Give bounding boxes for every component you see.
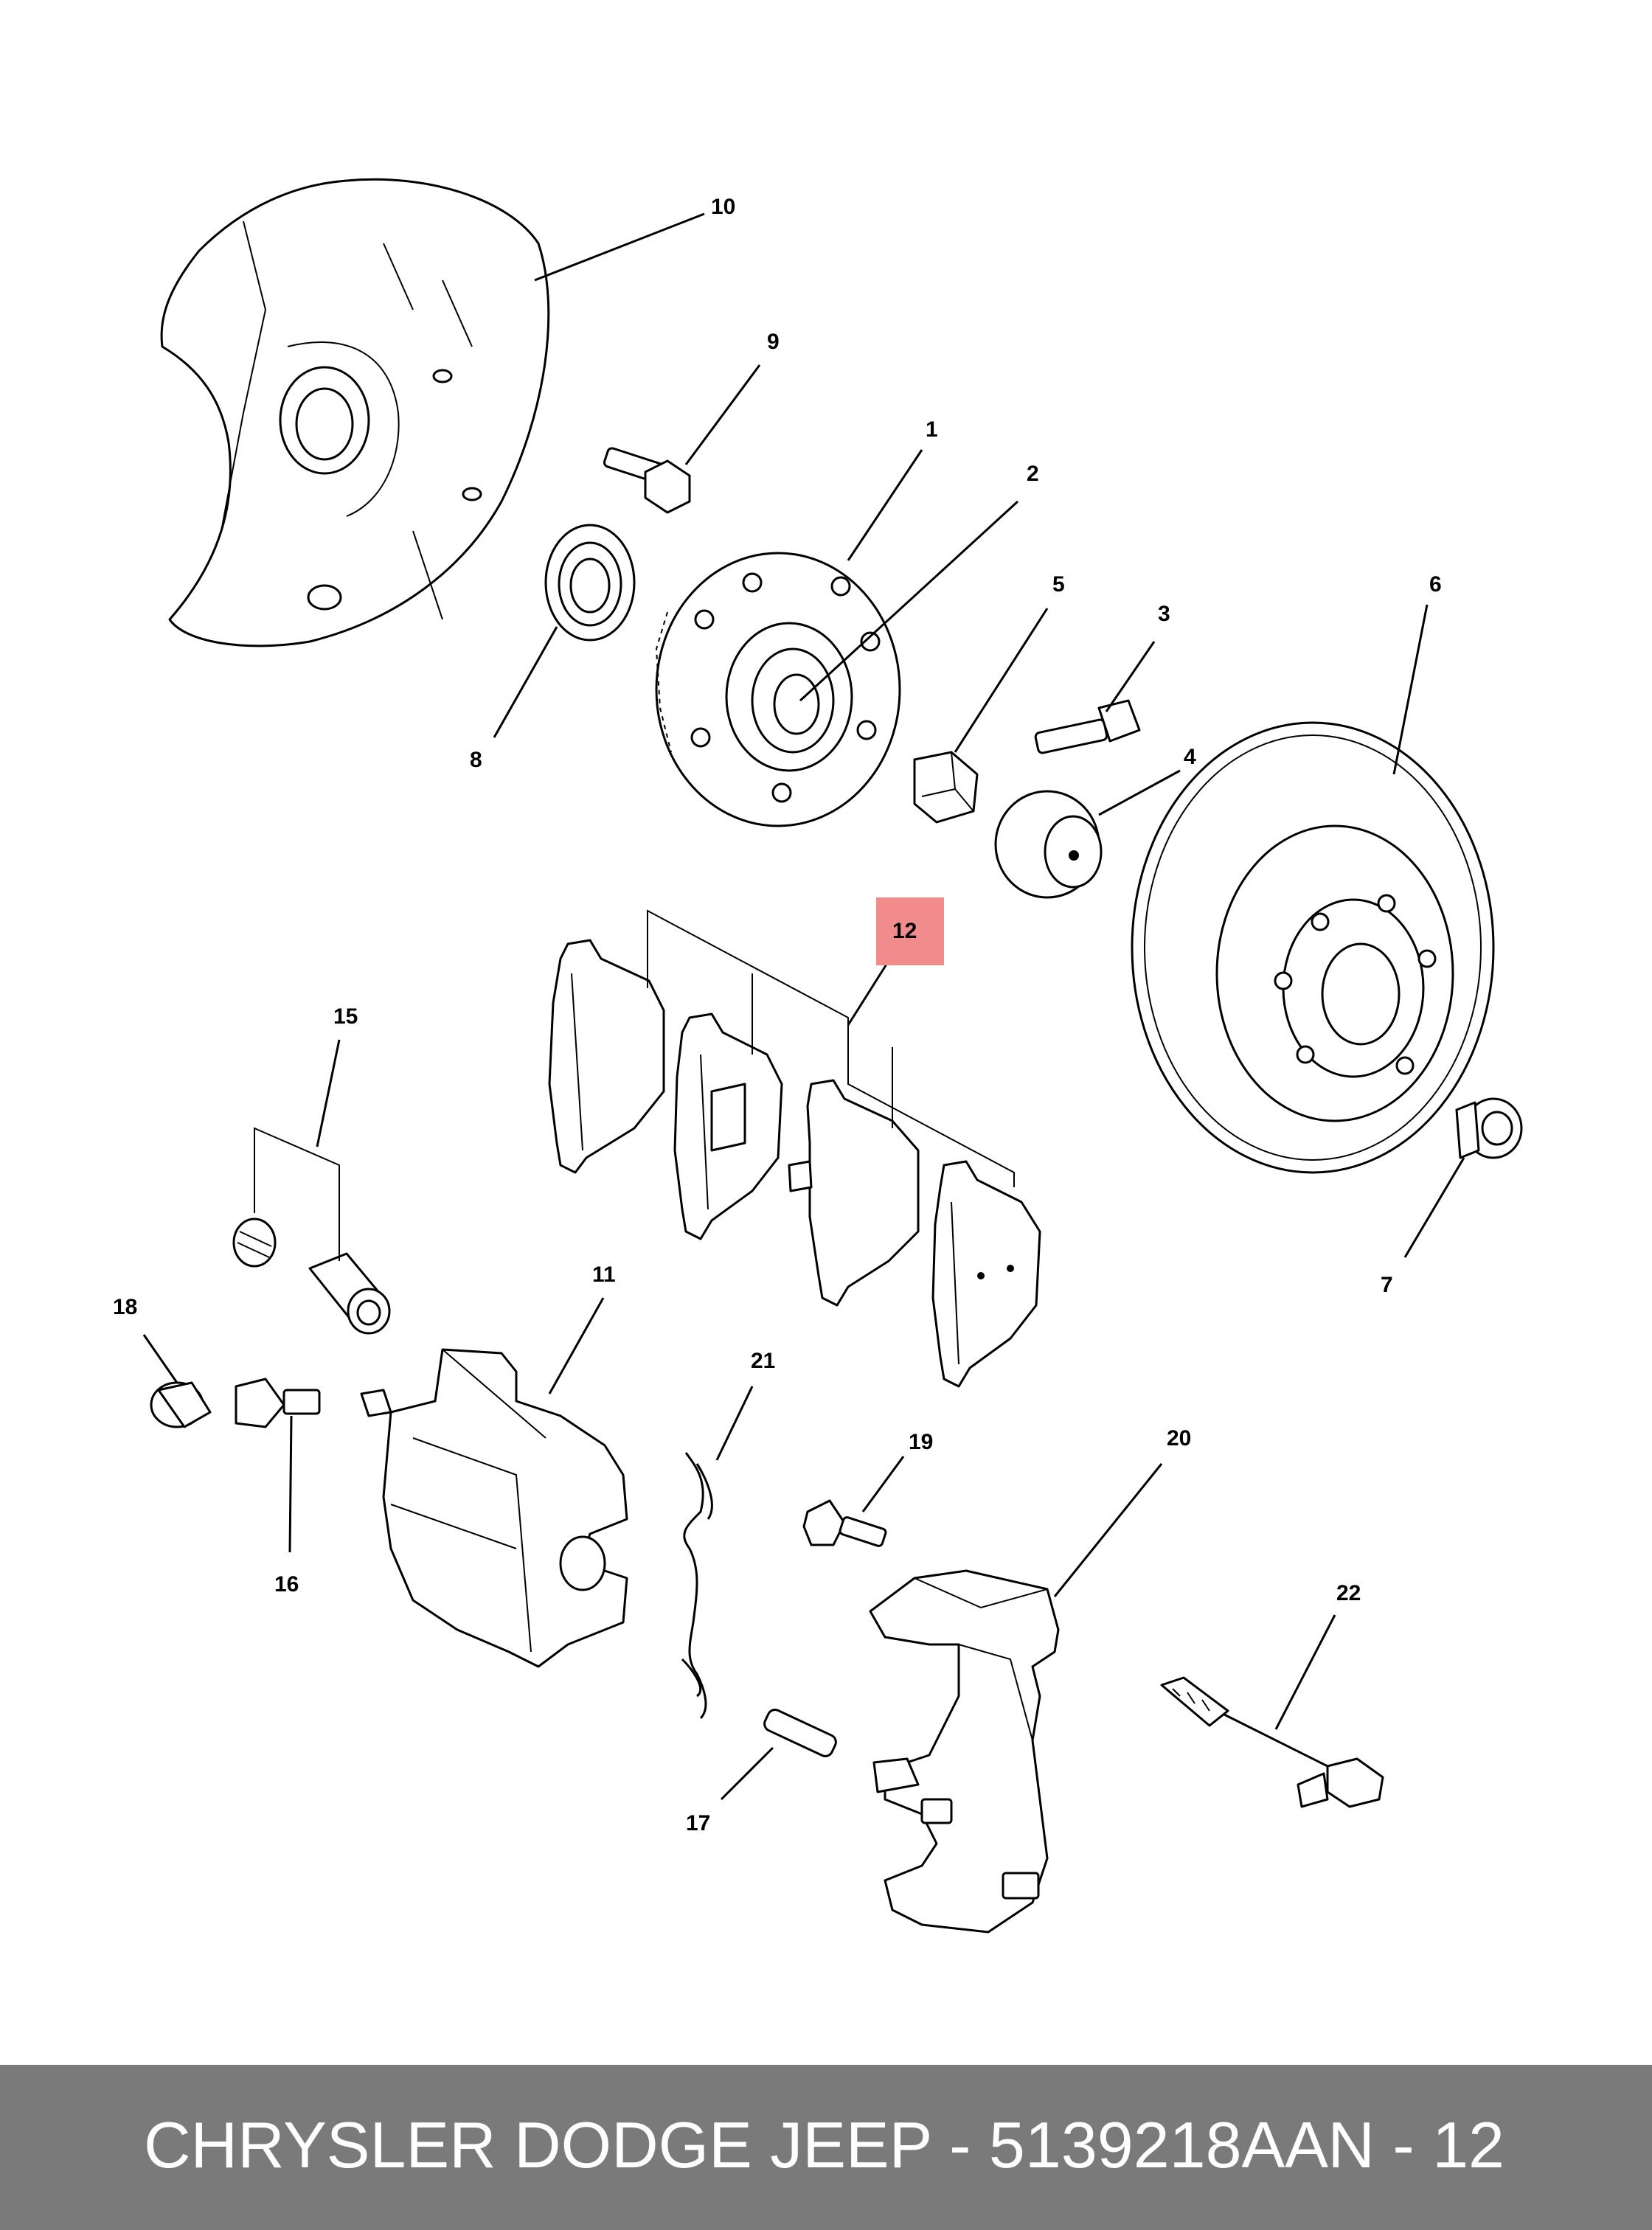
dust-shield-part — [160, 178, 550, 647]
callout-22: 22 — [1336, 1581, 1361, 1605]
leader-1 — [847, 449, 923, 561]
leader-4 — [1098, 769, 1181, 816]
callout-18: 18 — [113, 1295, 137, 1319]
leader-2 — [799, 500, 1019, 702]
callout-3: 3 — [1158, 602, 1170, 626]
seal-8-part — [544, 524, 636, 642]
bolt-19-part — [802, 1456, 905, 1547]
caliper-11-part — [360, 1297, 628, 1668]
rotor-6-part — [1131, 721, 1495, 1174]
callout-1: 1 — [926, 417, 938, 442]
callout-5: 5 — [1052, 572, 1065, 597]
nut-5-part — [913, 751, 979, 824]
bolt-3-part — [1034, 699, 1141, 754]
guide-bushing-15-part — [232, 1039, 391, 1335]
callout-11: 11 — [592, 1262, 616, 1287]
callout-6: 6 — [1429, 572, 1442, 597]
callout-8: 8 — [470, 748, 482, 772]
leader-7 — [1403, 1157, 1465, 1258]
leader-5 — [954, 608, 1049, 753]
callout-7: 7 — [1381, 1273, 1393, 1297]
bolt-9-part — [603, 447, 691, 514]
callout-10: 10 — [711, 195, 735, 219]
leader-9 — [684, 364, 761, 465]
page-reference: N - 12 — [1328, 2108, 1504, 2181]
leader-8 — [493, 626, 558, 738]
footer-bar: CHRYSLER DODGE JEEP - 5139218AA N - 12 — [0, 2065, 1652, 2230]
carrier-20-part — [869, 1463, 1163, 1934]
callout-4: 4 — [1184, 745, 1196, 769]
leader-10 — [534, 212, 705, 282]
spring-clip-21-part — [681, 1386, 754, 1720]
callout-19: 19 — [909, 1430, 933, 1454]
callout-12: 12 — [892, 919, 917, 943]
callout-9: 9 — [767, 330, 780, 354]
pin-17-part — [720, 1709, 837, 1801]
callout-16: 16 — [274, 1572, 299, 1597]
cap-4-part — [994, 790, 1103, 899]
callout-21: 21 — [751, 1349, 775, 1373]
wear-sensor-22-part — [1160, 1614, 1384, 1808]
callout-17: 17 — [686, 1811, 710, 1835]
screw-7-part — [1455, 1097, 1523, 1159]
guide-bolt-16-part — [235, 1378, 321, 1553]
callout-15: 15 — [333, 1004, 358, 1029]
leader-3 — [1105, 641, 1156, 712]
cap-18-part — [142, 1334, 212, 1428]
callout-12-highlight — [876, 897, 944, 965]
callout-20: 20 — [1167, 1426, 1191, 1451]
hub-1-part — [655, 552, 901, 827]
brake-pads-12-part — [548, 909, 1041, 1388]
part-number-label: CHRYSLER DODGE JEEP - 5139218AA — [144, 2108, 1328, 2181]
brake-assembly-diagram: 10 9 1 2 5 3 6 4 8 12 15 7 18 11 21 20 1… — [113, 178, 1523, 1934]
leader-6 — [1392, 604, 1429, 775]
callout-2: 2 — [1027, 462, 1039, 486]
